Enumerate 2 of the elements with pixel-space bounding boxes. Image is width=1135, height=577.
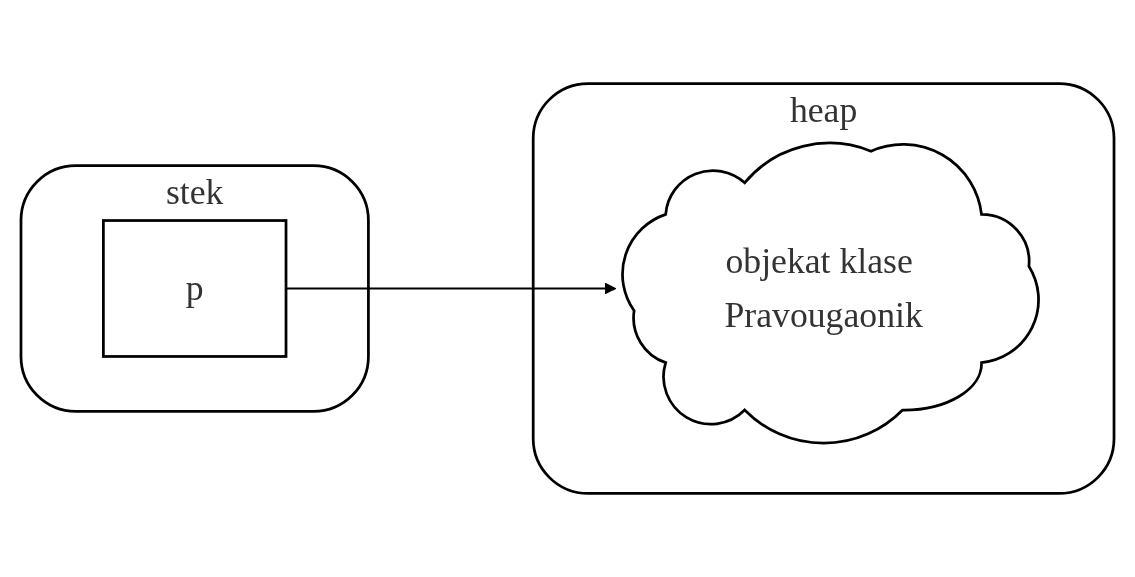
arrow xyxy=(286,282,617,295)
node-box: p xyxy=(102,219,288,358)
